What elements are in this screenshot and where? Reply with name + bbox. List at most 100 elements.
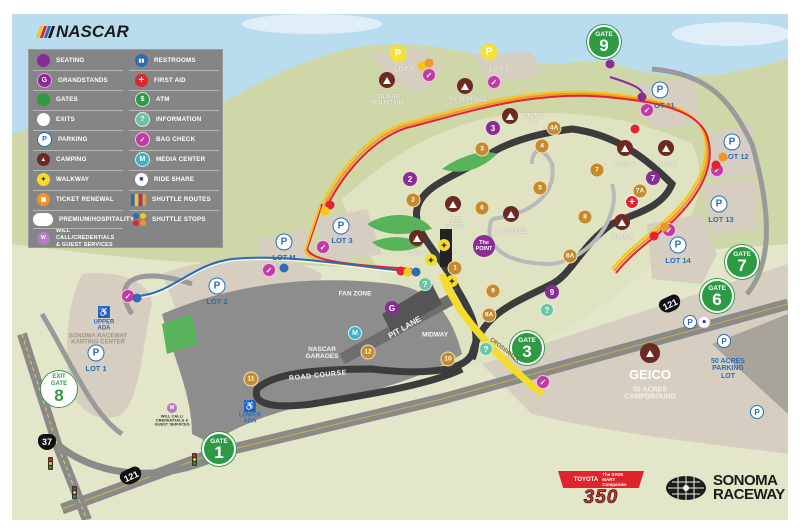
information-icon[interactable]: ? [479,342,493,356]
shuttle-stop[interactable] [637,92,647,102]
legend-camping: ▲ CAMPING [37,150,87,169]
lot-1-label: LOT 1 [85,364,107,374]
legend-media-center: M MEDIA CENTER [135,150,205,169]
seating-marker-7[interactable]: 7 [646,171,660,185]
seating-marker-3[interactable]: 3 [486,121,500,135]
parking-icon[interactable]: P [275,233,293,251]
toyota-save-mart-350-logo: TOYOTA The SAVE MART Companies 350 [558,471,644,511]
first-aid-icon: + [135,74,148,87]
shuttle-stop[interactable] [403,267,413,277]
parking-icon[interactable]: P [389,45,407,63]
shuttle-stop[interactable] [417,61,427,71]
ride-share-icon[interactable]: ■ [697,315,711,329]
the-point-camp-label: THE POINT [445,217,465,230]
bag-check-icon[interactable]: ✓ [487,75,501,89]
gate-icon [37,93,50,106]
parking-icon[interactable]: P [717,334,731,348]
nascar-stripes-icon [35,26,56,38]
bag-check-icon[interactable]: ✓ [536,375,550,389]
first-aid-icon[interactable]: + [625,195,639,209]
parking-icon[interactable]: P [480,43,498,61]
camping-icon[interactable] [617,140,633,156]
turn-3-4-label: TURN 3 & 4 [521,113,543,126]
legend-shuttle-routes: SHUTTLE ROUTES [131,190,211,209]
turn-marker-9a: 9A [481,307,497,323]
fifty-acres-parking-label: 50 ACRES PARKING LOT [711,357,745,380]
shuttle-stop[interactable] [320,206,330,216]
shuttle-stop[interactable] [660,222,670,232]
shuttle-stop[interactable] [630,124,640,134]
camping-icon[interactable] [614,214,630,230]
venue-line-1: SONOMA [713,472,778,489]
legend-ticket-renewal: ▣ TICKET RENEWAL [37,190,114,209]
camping-icon[interactable] [658,140,674,156]
shuttle-stop[interactable] [411,267,421,277]
shuttle-stop[interactable] [718,152,728,162]
shuttle-stop[interactable] [711,160,721,170]
save-mart-logo-text: The SAVE MART Companies [602,472,627,487]
lot-3-label: LOT 3 [331,236,353,246]
camping-icon[interactable] [379,72,395,88]
grandstand-g-marker[interactable]: G [385,301,399,315]
camping-icon[interactable] [502,108,518,124]
camping-icon[interactable] [640,343,660,363]
bag-check-icon[interactable]: ✓ [640,103,654,117]
sonoma-raceway-logo: SONOMA RACEWAY [664,472,785,502]
shuttle-stop[interactable] [396,266,406,276]
shuttle-stop[interactable] [325,200,335,210]
turn-7-label: TURN 7 [614,161,636,168]
legend-first-aid: + FIRST AID [135,71,186,90]
lot-2-label: LOT 2 [206,297,228,307]
shuttle-stop[interactable] [279,263,289,273]
parking-icon[interactable]: P [710,195,728,213]
ticket-renewal-icon: ▣ [37,193,50,206]
parking-icon[interactable]: P [87,344,105,362]
grandstand-icon: G [37,73,52,88]
information-icon[interactable]: ? [418,277,432,291]
fan-zone-label: FAN ZONE [338,290,372,298]
parking-icon[interactable]: P [683,315,697,329]
lower-ada-label: LOWER ADA [238,412,262,425]
shuttle-stop[interactable] [605,59,615,69]
parking-icon[interactable]: P [332,217,350,235]
parking-icon[interactable]: P [723,133,741,151]
the-point-venue[interactable]: The POINT [473,235,495,257]
shuttle-stop[interactable] [132,293,142,303]
legend-information: ? INFORMATION [135,110,201,129]
camping-icon[interactable] [445,196,461,212]
lot-13-label: LOT 13 [708,215,734,225]
camping-icon[interactable] [409,230,425,246]
information-icon[interactable]: ? [540,303,554,317]
camping-icon[interactable] [503,206,519,222]
seating-marker-9[interactable]: 9 [545,285,559,299]
will-call-icon: W [37,232,50,245]
seating-marker-2[interactable]: 2 [403,172,417,186]
parking-icon[interactable]: P [208,277,226,295]
shuttle-stop[interactable] [649,231,659,241]
atm-icon: $ [135,92,150,107]
midway-label: MIDWAY [421,331,449,339]
legend-bag-check: ✓ BAG CHECK [135,130,195,149]
media-center-icon[interactable]: M [348,326,362,340]
grandstand-g [382,284,442,334]
parking-icon[interactable]: P [669,236,687,254]
parking-icon[interactable]: P [750,405,764,419]
fifty-acres-campground-label: 50 ACRES CAMPGROUND [624,386,676,401]
parking-icon[interactable]: P [651,81,669,99]
turn-marker-4: 4 [534,138,550,154]
camping-icon[interactable] [457,78,473,94]
shuttle-stop[interactable] [424,58,434,68]
bag-check-icon[interactable]: ✓ [422,68,436,82]
legend-will-call: W WILL CALL/CREDENTIALS & GUEST SERVICES [37,228,117,248]
will-call-icon[interactable]: W [167,403,177,413]
lot-m-label: LOT M [272,253,296,263]
turn-marker-6: 6 [474,200,490,216]
bag-check-icon[interactable]: ✓ [316,240,330,254]
bag-check-icon[interactable]: ✓ [262,263,276,277]
